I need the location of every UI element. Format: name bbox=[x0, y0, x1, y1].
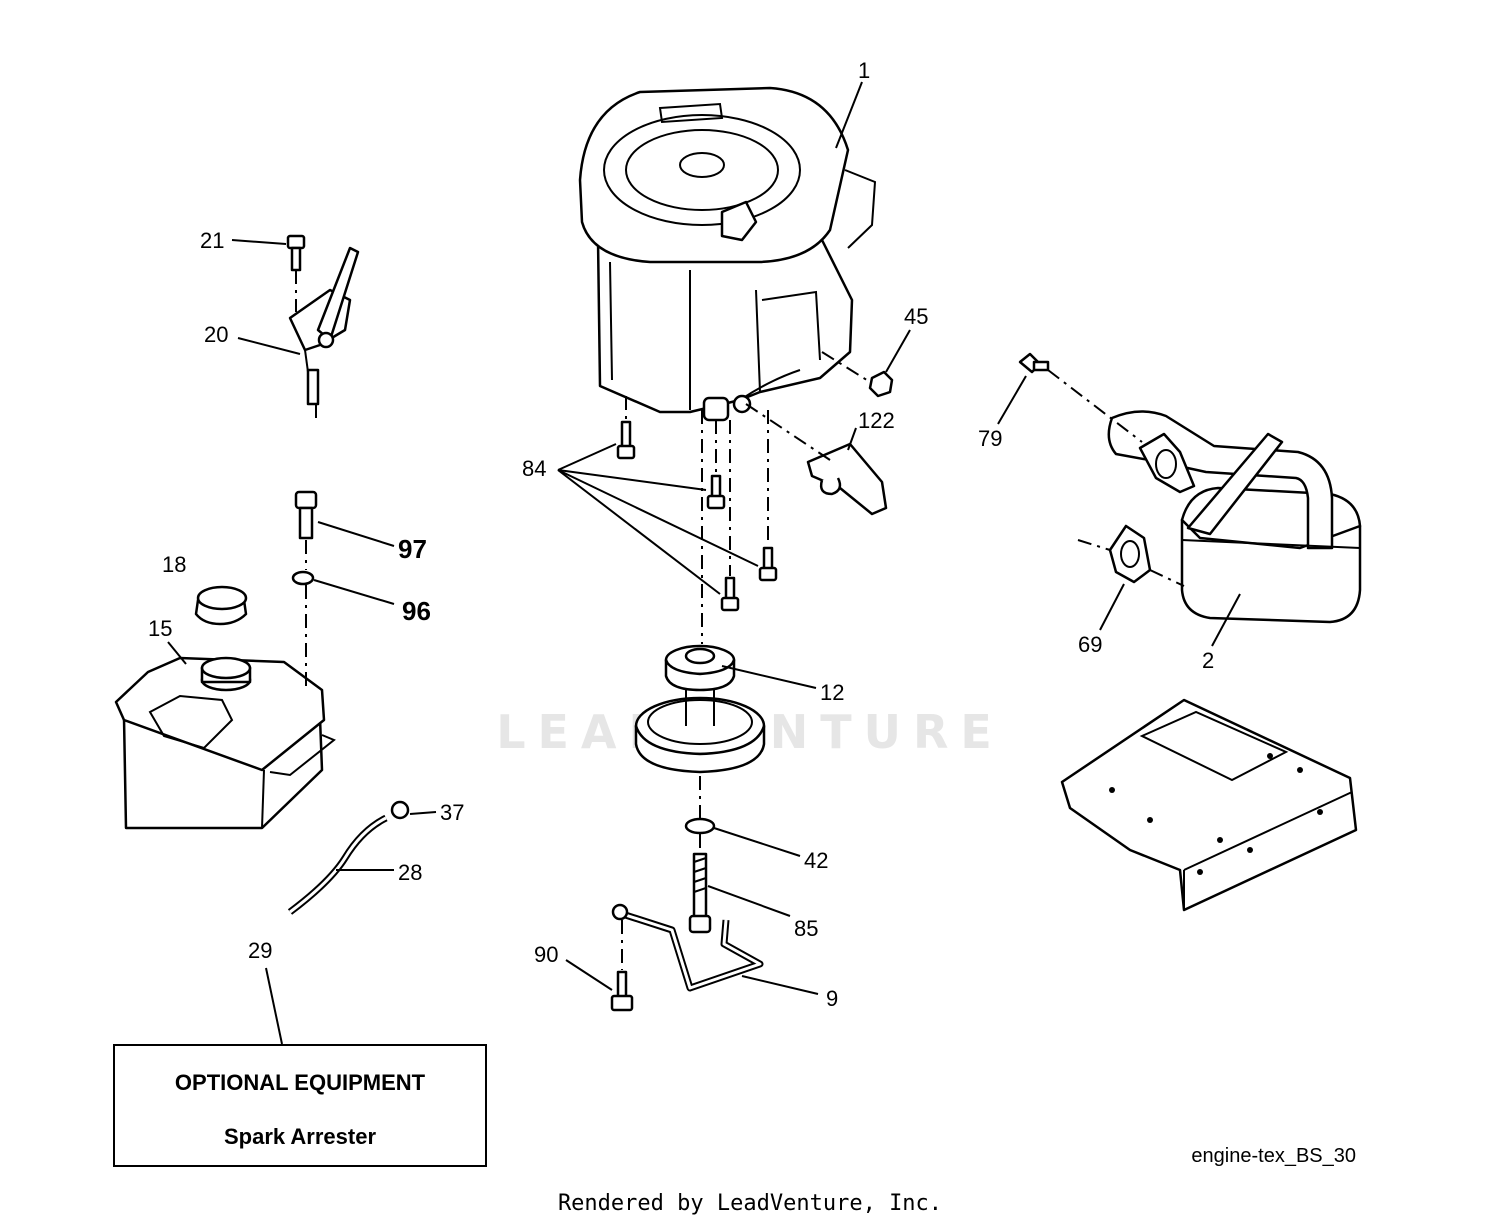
fuel-line-part[interactable] bbox=[287, 814, 388, 915]
callout-1: 1 bbox=[858, 58, 870, 83]
optional-equipment-box: OPTIONAL EQUIPMENT Spark Arrester bbox=[113, 1044, 487, 1167]
callout-96: 96 bbox=[402, 596, 431, 626]
footer-credit: Rendered by LeadVenture, Inc. bbox=[558, 1191, 942, 1216]
bolt-97-part[interactable] bbox=[294, 490, 318, 540]
callout-122: 122 bbox=[858, 408, 895, 433]
callout-12: 12 bbox=[820, 680, 844, 705]
callout-42: 42 bbox=[804, 848, 828, 873]
bolt-84-c-part[interactable] bbox=[758, 546, 778, 582]
fuel-cap-part[interactable] bbox=[194, 585, 248, 626]
callout-29: 29 bbox=[248, 938, 272, 963]
gasket-69-part[interactable] bbox=[1108, 524, 1152, 584]
throttle-bracket-part[interactable] bbox=[288, 246, 360, 418]
callout-84: 84 bbox=[522, 456, 546, 481]
pulley-part[interactable] bbox=[634, 644, 766, 774]
callout-20: 20 bbox=[204, 322, 228, 347]
callout-9: 9 bbox=[826, 986, 838, 1011]
engine-mount-plate-part[interactable] bbox=[1060, 698, 1358, 912]
nut-45-part[interactable] bbox=[868, 370, 894, 398]
callout-69: 69 bbox=[1078, 632, 1102, 657]
callout-15: 15 bbox=[148, 616, 172, 641]
optional-equipment-item: Spark Arrester bbox=[224, 1124, 376, 1149]
optional-equipment-heading: OPTIONAL EQUIPMENT bbox=[175, 1070, 426, 1095]
engine-part[interactable] bbox=[578, 86, 877, 422]
callout-90: 90 bbox=[534, 942, 558, 967]
bolt-84-d-part[interactable] bbox=[720, 576, 740, 612]
screw-79-part[interactable] bbox=[1018, 352, 1050, 374]
washer-42-part[interactable] bbox=[684, 817, 716, 835]
callout-85: 85 bbox=[794, 916, 818, 941]
bracket-rod-part[interactable] bbox=[611, 903, 764, 992]
callout-97: 97 bbox=[398, 534, 427, 564]
callout-2: 2 bbox=[1202, 648, 1214, 673]
callout-37: 37 bbox=[440, 800, 464, 825]
fuel-tank-part[interactable] bbox=[114, 656, 336, 830]
callout-45: 45 bbox=[904, 304, 928, 329]
diagram-code: engine-tex_BS_30 bbox=[1191, 1145, 1356, 1167]
heat-shield-part[interactable] bbox=[806, 442, 888, 516]
fuel-cap-tank-part[interactable] bbox=[200, 656, 252, 692]
callout-79: 79 bbox=[978, 426, 1002, 451]
bolt-84-a-part[interactable] bbox=[616, 420, 636, 460]
bolt-85-part[interactable] bbox=[688, 852, 712, 934]
bolt-84-b-part[interactable] bbox=[706, 474, 726, 510]
exhaust-gasket-part[interactable] bbox=[1138, 432, 1196, 494]
screw-21-part[interactable] bbox=[286, 234, 306, 272]
callout-21: 21 bbox=[200, 228, 224, 253]
callout-28: 28 bbox=[398, 860, 422, 885]
washer-96-part[interactable] bbox=[291, 570, 315, 586]
callout-18: 18 bbox=[162, 552, 186, 577]
bolt-90-part[interactable] bbox=[610, 970, 634, 1012]
fuel-clamp-part[interactable] bbox=[390, 800, 410, 820]
